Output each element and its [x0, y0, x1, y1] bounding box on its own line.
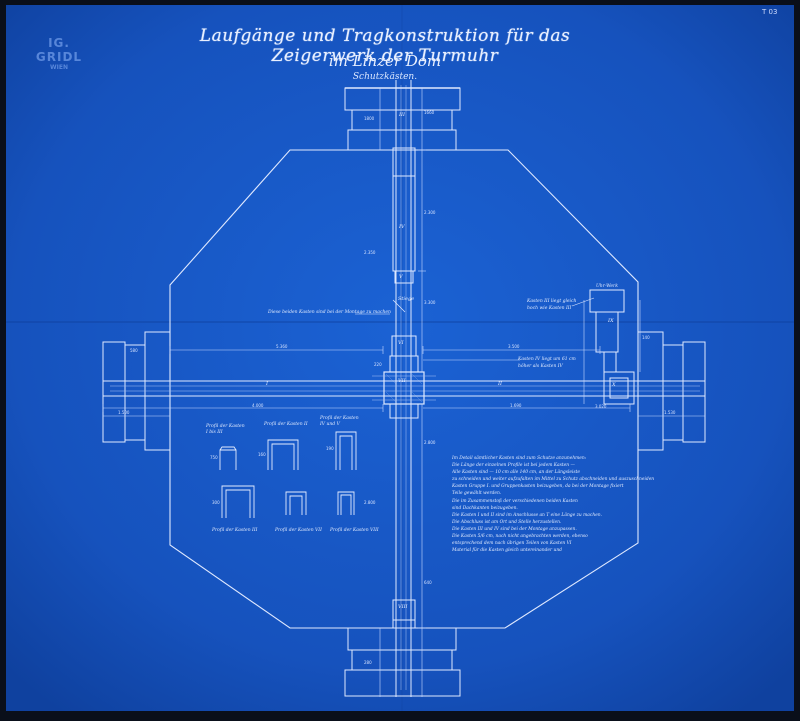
roman-numeral: X: [612, 382, 616, 388]
note-line: zu schneiden und weiter aufzufalten im M…: [452, 477, 655, 483]
profile-label-4: Profil der Kasten III: [212, 528, 258, 533]
dimension-label: 750: [210, 455, 218, 460]
bottom-cap-outer: [344, 669, 461, 697]
profile-label-2: Profil der Kasten II: [264, 422, 308, 427]
roman-numeral: V: [399, 274, 403, 280]
profile-shape-5: [285, 491, 307, 515]
callout-right-mid: Kasten IV liegt um 61 cm höher als Kaste…: [518, 357, 576, 369]
top-cap-inner: [347, 129, 457, 151]
uhrwerk-label: Uhr-Werk: [596, 284, 618, 289]
dimension-label: 5.360: [276, 344, 288, 349]
note-line: Teile gewählt werden.: [452, 491, 502, 497]
dimension-label: 1.690: [510, 403, 522, 408]
callout-stair: Stiege: [398, 296, 415, 302]
roman-numeral: VI: [398, 340, 404, 346]
note-line: Die Länge der einzelnen Profile ist bei …: [452, 463, 575, 469]
profile-label-6: Profil der Kasten VIII: [330, 528, 379, 533]
dimension-label: 140: [642, 335, 650, 340]
note-line: entsprechend dem nach übrigen Teilen von…: [452, 541, 572, 547]
roman-numeral: II: [498, 381, 502, 387]
note-line: Material für die Kasten gleich untereina…: [452, 548, 562, 554]
note-line: Die Kasten 5/6 cm, nach nicht angebracht…: [452, 534, 588, 540]
roman-numeral: IX: [608, 318, 614, 324]
roman-numeral: III: [399, 112, 405, 118]
dimension-label: 3.300: [424, 300, 436, 305]
dimension-label: 2.350: [364, 250, 376, 255]
dimension-label: 300: [212, 500, 220, 505]
dimension-label: 2.800: [424, 440, 436, 445]
dimension-label: 4.000: [252, 403, 264, 408]
dimension-label: 280: [364, 660, 372, 665]
callout-right-top: Kasten III liegt gleich hoch wie Kasten …: [527, 299, 577, 311]
dimension-label: 2.800: [364, 500, 376, 505]
note-line: Die Kasten III und IV sind bei der Monta…: [452, 526, 577, 532]
dimension-label: 220: [374, 362, 382, 367]
dimension-label: 640: [424, 580, 432, 585]
note-line: Alle Kasten sind — 10 cm alle 140 cm, an…: [452, 470, 580, 476]
stair-leader: [392, 299, 406, 313]
profile-shape-1: [219, 446, 237, 470]
dimension-label: 1800: [364, 116, 375, 121]
right-cap-outer: [682, 341, 706, 443]
roman-numeral: VII: [398, 378, 406, 384]
archive-stamp: IG. GRIDL WIEN: [30, 36, 88, 71]
profile-shape-6: [337, 491, 355, 515]
lower-box-2: [392, 619, 416, 629]
drawing-title: Laufgänge und Tragkonstruktion für das Z…: [199, 26, 571, 66]
note-line: sind Dachkanten beizugeben.: [452, 505, 518, 511]
profile-label-1: Profil der Kasten I bis III: [206, 424, 245, 435]
dimension-label: 580: [130, 348, 138, 353]
profile-label-3: Profil der Kasten IV und V: [320, 416, 359, 427]
dimension-label: 160: [258, 452, 266, 457]
profile-shape-4: [221, 485, 255, 518]
note-line: Die im Zusammenstoß der verschiedenen be…: [452, 498, 578, 504]
dimension-label: 1.500: [118, 410, 130, 415]
callout-leader-right: [571, 297, 595, 307]
note-line: Im Detail sämtlicher Kasten sind zum Sch…: [452, 456, 587, 461]
dimension-label: 1660: [424, 110, 435, 115]
roman-numeral: I: [266, 381, 268, 387]
drawing-subsubtitle: Schutzkästen.: [352, 72, 418, 82]
notes-block: Im Detail sämtlicher Kasten sind zum Sch…: [452, 455, 662, 554]
dimension-label: 1.530: [664, 410, 676, 415]
upper-box-3: [394, 270, 414, 284]
stamp-line-1: IG. GRIDL: [35, 36, 83, 64]
roman-numeral: VIII: [398, 604, 408, 610]
roman-numeral: IV: [399, 224, 405, 230]
profile-label-5: Profil der Kasten VII: [275, 528, 322, 533]
dimension-label: 3.500: [508, 344, 520, 349]
sheet-number: T 03: [762, 8, 778, 16]
stamp-line-2: WIEN: [50, 64, 68, 71]
note-line: Die Kasten I und II sind im Anschlusse a…: [452, 512, 603, 518]
profile-shape-3: [335, 431, 357, 470]
note-line: Die Abschluss ist am Ort und Stelle herz…: [452, 519, 562, 525]
profile-shape-2: [267, 439, 299, 470]
drawing-subtitle: im Linzer Dom: [328, 52, 442, 70]
profile-group: [219, 431, 357, 518]
callout-left: Diese beiden Kasten sind bei der Montage…: [268, 310, 391, 315]
dimension-label: 2.300: [424, 210, 436, 215]
note-line: Kasten Gruppe I. und Gruppenkasten beizu…: [452, 484, 624, 490]
dimension-label: 190: [326, 446, 334, 451]
dimension-label: 3.020: [595, 404, 607, 409]
